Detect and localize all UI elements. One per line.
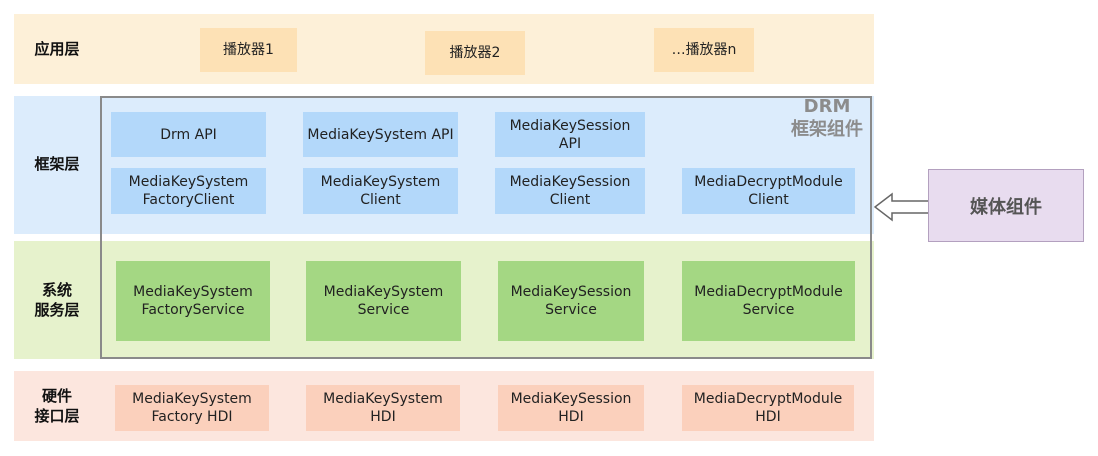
drm-framework-title: DRM 框架组件	[791, 96, 863, 140]
service-layer-label: 系统 服务层	[34, 281, 80, 319]
mediadecryptmodule-service-box: MediaDecryptModule Service	[682, 261, 855, 341]
mediakeysession-hdi-box: MediaKeySession HDI	[498, 385, 644, 431]
left-arrow-icon	[874, 192, 930, 222]
mediakeysystem-client-box: MediaKeySystem Client	[303, 168, 458, 214]
media-component-box: 媒体组件	[928, 169, 1084, 242]
hdi-layer-label: 硬件 接口层	[34, 387, 80, 425]
mediakeysystem-factory-hdi-box: MediaKeySystem Factory HDI	[115, 385, 269, 431]
mediakeysession-api-box: MediaKeySession API	[495, 112, 645, 157]
mediakeysystem-factoryclient-box: MediaKeySystem FactoryClient	[111, 168, 266, 214]
mediakeysystem-service-box: MediaKeySystem Service	[306, 261, 461, 341]
drm-framework-frame	[100, 96, 872, 359]
framework-layer-label: 框架层	[34, 155, 80, 173]
drm-api-box: Drm API	[111, 112, 266, 157]
mediakeysystem-factoryservice-box: MediaKeySystem FactoryService	[116, 261, 270, 341]
mediakeysystem-api-box: MediaKeySystem API	[303, 112, 458, 157]
app-layer-label: 应用层	[34, 40, 80, 58]
player-2-box: 播放器2	[425, 31, 525, 75]
mediadecryptmodule-client-box: MediaDecryptModule Client	[682, 168, 855, 214]
mediakeysession-service-box: MediaKeySession Service	[498, 261, 644, 341]
mediadecryptmodule-hdi-box: MediaDecryptModule HDI	[682, 385, 854, 431]
mediakeysession-client-box: MediaKeySession Client	[495, 168, 645, 214]
player-n-box: …播放器n	[654, 28, 754, 72]
mediakeysystem-hdi-box: MediaKeySystem HDI	[306, 385, 460, 431]
player-1-box: 播放器1	[200, 28, 297, 72]
